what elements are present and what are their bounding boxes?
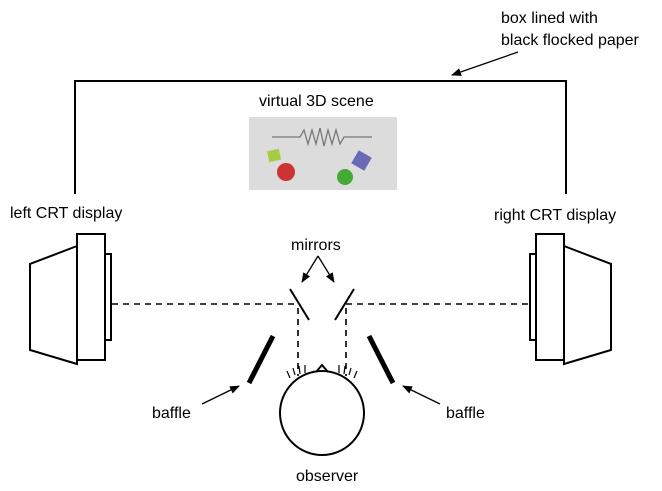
right-eye-lashes xyxy=(338,365,358,379)
scene-green-ball xyxy=(337,169,353,185)
observer-label: observer xyxy=(296,468,359,485)
observer-nose xyxy=(315,363,329,373)
left-eye-lashes xyxy=(286,365,306,379)
box-label-line2: black flocked paper xyxy=(501,32,640,49)
mirrors-label: mirrors xyxy=(291,237,341,254)
left-baffle-arrow xyxy=(201,385,240,405)
mirrors-arrow-right xyxy=(317,255,335,283)
box-label-arrow xyxy=(451,51,519,76)
scene-red-ball xyxy=(277,163,295,181)
box-label-line1: box lined with xyxy=(501,10,598,27)
right-mirror xyxy=(334,288,355,321)
left-mirror xyxy=(289,288,310,321)
observer-head xyxy=(279,363,365,456)
left-display-label: left CRT display xyxy=(10,205,122,222)
right-baffle-arrow xyxy=(402,385,441,405)
left-baffle xyxy=(246,334,276,385)
scene-label: virtual 3D scene xyxy=(259,93,374,110)
right-baffle-label: baffle xyxy=(446,405,485,422)
left-baffle-label: baffle xyxy=(152,405,191,422)
scene-yellow-green-square xyxy=(267,148,282,163)
scene-zigzag-line xyxy=(272,127,372,147)
left-crt-display xyxy=(29,233,112,366)
right-baffle xyxy=(366,334,396,385)
scene-blue-diamond xyxy=(351,150,372,171)
box-outline xyxy=(74,80,567,194)
right-crt-display xyxy=(529,233,612,366)
right-display-label: right CRT display xyxy=(494,207,616,224)
mirrors-arrow-left xyxy=(301,255,319,283)
